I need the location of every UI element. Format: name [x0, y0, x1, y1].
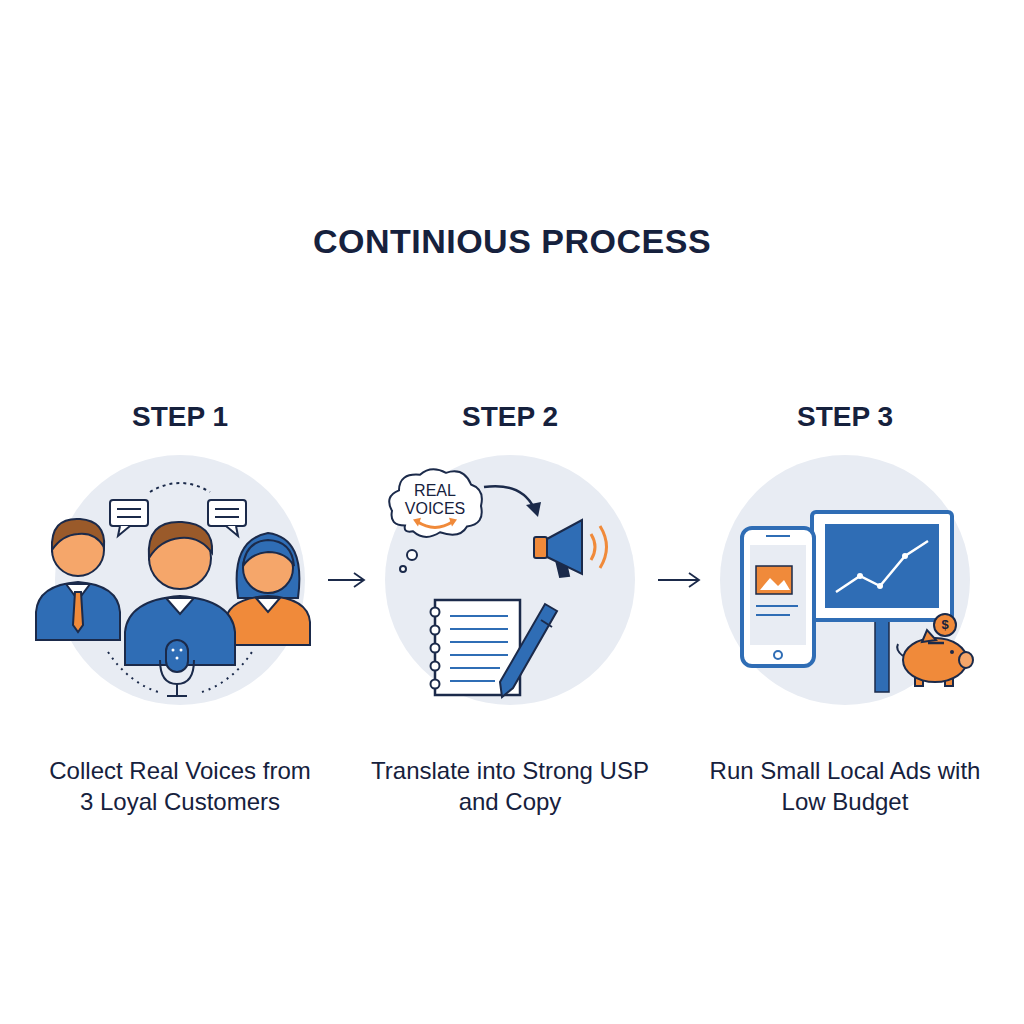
cloud-arc-arrows	[417, 522, 453, 528]
bubble-text: REAL VOICES	[399, 482, 471, 518]
step-caption: Run Small Local Ads with Low Budget	[705, 755, 985, 817]
arrow-line	[658, 579, 699, 581]
step-caption: Translate into Strong USP and Copy	[370, 755, 650, 817]
thought-bubble: REAL VOICES	[385, 465, 485, 543]
signpost	[875, 620, 889, 692]
step-heading: STEP 2	[370, 400, 650, 434]
arrow-line	[328, 579, 364, 581]
flow-arrow	[328, 573, 364, 587]
diagram-title: CONTINIOUS PROCESS	[0, 222, 1024, 261]
arrow-head	[689, 573, 699, 587]
billboard	[812, 512, 952, 620]
phone	[742, 528, 814, 666]
cloud-shape	[389, 469, 482, 537]
step-heading: STEP 3	[705, 400, 985, 434]
cloud-arrow-head	[413, 518, 421, 527]
bubble-text-wrap: REAL VOICES	[385, 465, 485, 543]
cloud-arrow-head	[449, 518, 457, 527]
step-caption: Collect Real Voices from 3 Loyal Custome…	[40, 755, 320, 817]
coin-symbol: $	[937, 617, 953, 632]
flow-arrow	[658, 573, 699, 587]
arrow-head	[354, 573, 364, 587]
step-heading: STEP 1	[40, 400, 320, 434]
